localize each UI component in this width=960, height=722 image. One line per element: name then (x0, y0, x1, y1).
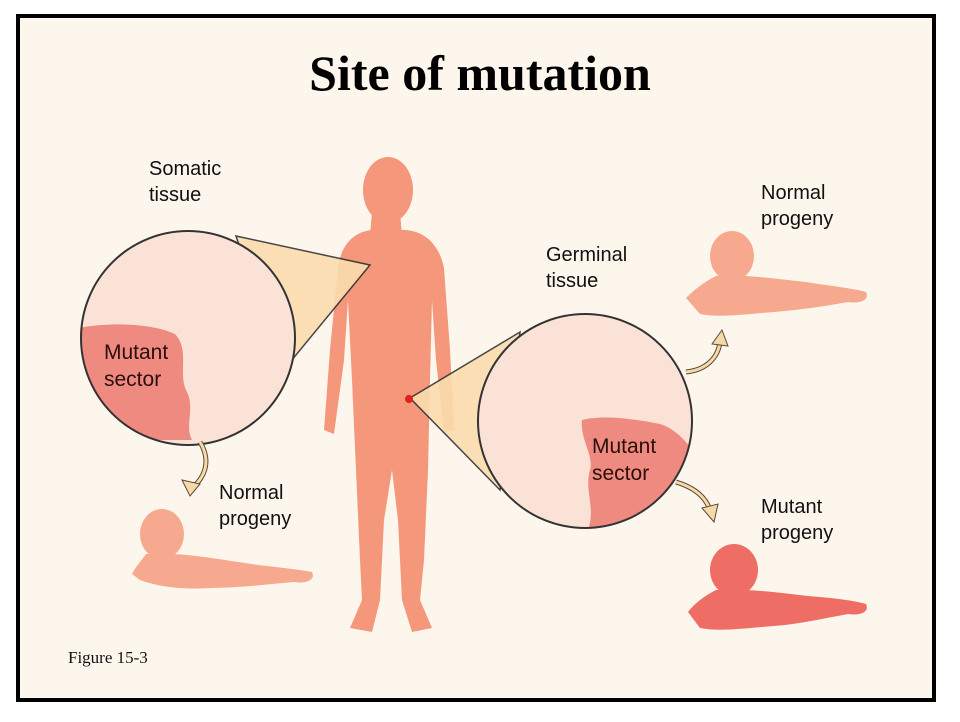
germinal-normal-progeny-label-line2: progeny (761, 208, 834, 230)
somatic-tissue-circle (80, 230, 296, 446)
arrow-to-normal-progeny (685, 328, 729, 375)
somatic-mutant-sector-label-line1: Mutant (104, 341, 169, 364)
germinal-normal-baby (686, 231, 867, 316)
germinal-mutant-progeny-label-line1: Mutant (761, 496, 823, 518)
germinal-tissue-label-line2: tissue (546, 270, 599, 292)
germinal-mutant-progeny-label-line2: progeny (761, 522, 834, 544)
somatic-normal-baby (132, 509, 313, 589)
germinal-tissue-label-line1: Germinal (546, 244, 628, 266)
germinal-normal-progeny-label-line1: Normal (761, 182, 826, 204)
germinal-mutant-baby (688, 544, 867, 630)
somatic-normal-progeny-label-line2: progeny (219, 508, 292, 530)
somatic-mutant-sector-label-line2: sector (104, 368, 162, 391)
somatic-tissue-label-line1: Somatic (149, 158, 222, 180)
human-figure (324, 157, 454, 632)
somatic-tissue-label-line2: tissue (149, 184, 202, 206)
page-title: Site of mutation (309, 45, 651, 101)
germinal-mutant-sector-label-line2: sector (592, 462, 650, 485)
figure-caption: Figure 15-3 (68, 648, 148, 667)
mutation-site-dot (405, 395, 413, 403)
arrow-to-somatic-progeny (181, 440, 209, 497)
arrow-to-mutant-progeny (675, 479, 719, 524)
germinal-tissue-circle (477, 313, 693, 529)
somatic-normal-progeny-label-line1: Normal (219, 482, 284, 504)
germinal-mutant-sector-label-line1: Mutant (592, 435, 657, 458)
